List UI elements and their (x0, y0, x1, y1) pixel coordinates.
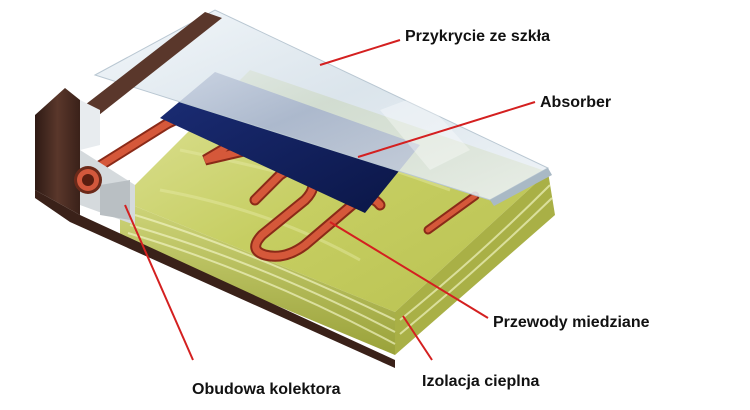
label-glass-cover: Przykrycie ze szkła (405, 28, 550, 45)
label-copper-pipes: Przewody miedziane (493, 314, 650, 331)
leader-housing (124, 204, 194, 361)
leader-copper-pipes (329, 221, 489, 319)
leader-insulation (402, 315, 433, 361)
leader-lines (124, 39, 536, 361)
leader-glass-cover (319, 39, 401, 66)
glass-cover (93, 9, 552, 206)
label-insulation: Izolacja cieplna (422, 373, 540, 390)
leader-absorber (357, 101, 536, 158)
collector-housing (35, 12, 395, 368)
label-absorber: Absorber (540, 94, 612, 111)
label-housing: Obudowa kolektora (192, 381, 341, 398)
